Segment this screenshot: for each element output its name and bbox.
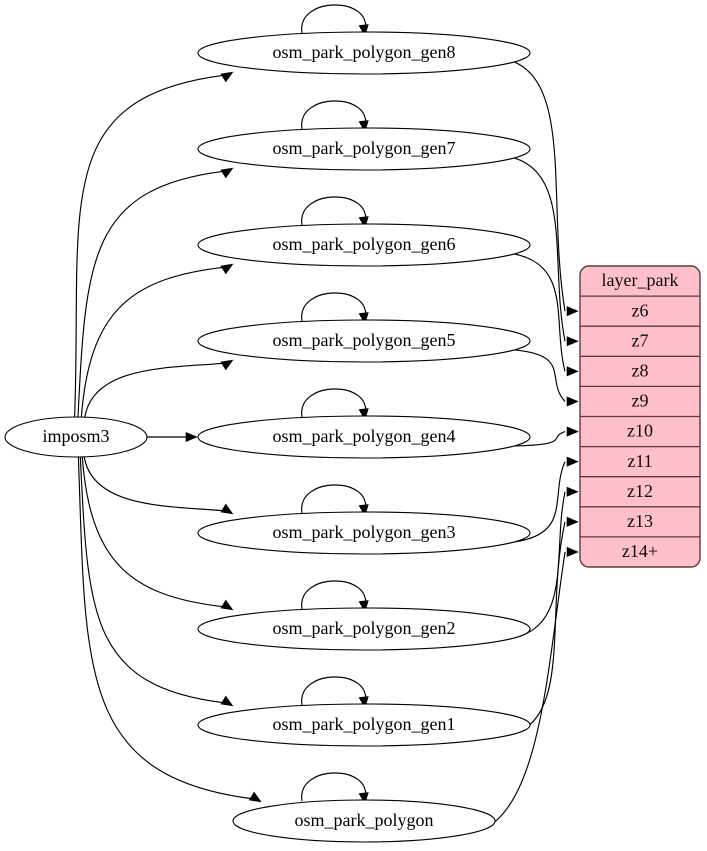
edge-arrow-imposm3-gen6 <box>220 263 234 275</box>
edge-arrow-imposm3-gen7 <box>220 167 234 179</box>
edge-gen7-row2 <box>514 157 566 342</box>
node-gen1[interactable] <box>197 703 531 747</box>
edge-arrow-gen6-row3 <box>566 366 579 377</box>
edge-arrow-imposm3-gen8 <box>220 71 234 83</box>
self-loop-arrow-gen7 <box>358 120 369 133</box>
self-loop-arrow-gen4 <box>358 408 369 421</box>
edge-imposm3-gen7 <box>77 170 225 419</box>
node-gen2[interactable] <box>197 607 531 651</box>
self-loop-gen8 <box>301 4 366 34</box>
node-gen6[interactable] <box>197 223 531 267</box>
self-loop-gen5 <box>301 292 366 322</box>
edge-gen1-row8 <box>514 521 566 735</box>
edge-arrow-poly-row9 <box>566 546 579 558</box>
edge-arrow-imposm3-gen1 <box>220 695 234 707</box>
node-gen5[interactable] <box>197 319 531 363</box>
edge-imposm3-poly <box>77 455 254 800</box>
edge-arrow-imposm3-poly <box>248 791 262 803</box>
edge-imposm3-gen5 <box>84 362 225 419</box>
self-loop-poly <box>301 772 366 802</box>
edge-arrow-gen1-row8 <box>566 516 579 527</box>
self-loop-arrow-gen8 <box>358 24 369 37</box>
edge-arrow-imposm3-gen3 <box>220 503 234 515</box>
node-gen3[interactable] <box>197 511 531 555</box>
nodes-layer: osm_park_polygon_gen8osm_park_polygon_ge… <box>4 31 531 843</box>
edge-gen6-row3 <box>514 253 566 372</box>
self-loop-arrow-gen2 <box>358 600 369 613</box>
edge-gen8-row1 <box>513 61 566 312</box>
self-loop-gen6 <box>301 196 366 226</box>
edge-arrow-imposm3-gen4 <box>185 431 198 443</box>
edge-arrow-imposm3-gen2 <box>220 599 234 611</box>
self-loop-arrow-poly <box>358 792 369 805</box>
edge-arrow-gen3-row6 <box>566 456 579 467</box>
self-loop-gen2 <box>301 580 366 610</box>
edge-gen2-row7 <box>514 491 566 639</box>
edge-poly-row9 <box>482 551 566 831</box>
edge-arrow-gen8-row1 <box>566 306 579 317</box>
self-loop-arrow-gen5 <box>358 312 369 325</box>
node-gen4[interactable] <box>197 415 531 459</box>
edge-imposm3-gen3 <box>83 455 225 512</box>
edges-layer <box>73 4 579 831</box>
self-loop-gen3 <box>301 484 366 514</box>
edge-arrow-gen2-row7 <box>566 486 579 497</box>
self-loop-gen7 <box>301 100 366 130</box>
edge-imposm3-gen2 <box>81 455 225 608</box>
node-imposm3[interactable] <box>4 416 148 458</box>
self-loop-arrow-gen3 <box>358 504 369 517</box>
node-poly[interactable] <box>232 799 496 843</box>
edge-gen3-row6 <box>514 461 566 543</box>
node-gen7[interactable] <box>197 127 531 171</box>
edge-arrow-imposm3-gen5 <box>220 359 234 371</box>
edge-gen5-row4 <box>514 349 566 402</box>
edge-arrow-gen5-row4 <box>566 396 579 407</box>
self-loop-arrow-gen1 <box>358 696 369 709</box>
edge-gen4-row5 <box>514 431 566 447</box>
edge-imposm3-gen6 <box>80 266 225 419</box>
node-gen8[interactable] <box>197 31 531 75</box>
edge-arrow-gen4-row5 <box>566 426 579 437</box>
edge-imposm3-gen1 <box>79 455 225 704</box>
self-loop-gen1 <box>301 676 366 706</box>
self-loop-arrow-gen6 <box>358 216 369 229</box>
self-loop-gen4 <box>301 388 366 418</box>
edge-arrow-gen7-row2 <box>566 336 579 347</box>
edge-imposm3-gen8 <box>73 74 225 419</box>
